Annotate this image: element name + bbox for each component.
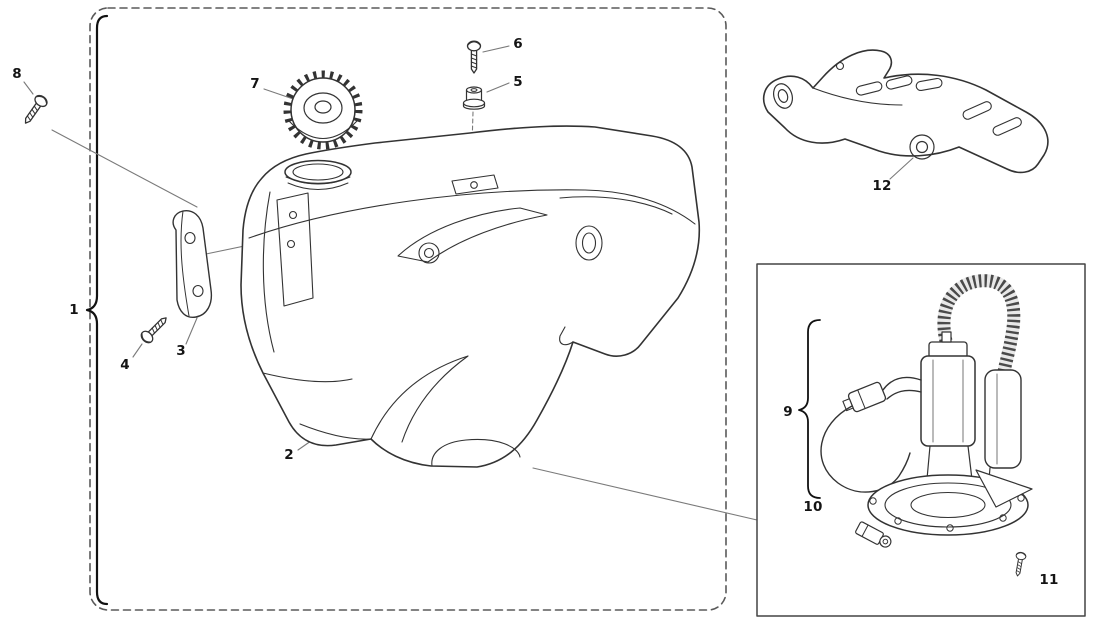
spacer-5-drawing <box>462 86 486 110</box>
part-label-11: 11 <box>1039 572 1059 588</box>
filler-neck <box>284 159 352 190</box>
screw-4-drawing <box>138 312 172 346</box>
part-label-3: 3 <box>176 343 186 359</box>
group-brace-1 <box>85 14 109 606</box>
part-label-8: 8 <box>12 66 22 82</box>
part-label-7: 7 <box>250 76 260 92</box>
part-label-6: 6 <box>513 36 523 52</box>
fuel-pump-drawing <box>820 274 1033 548</box>
part-label-9: 9 <box>783 404 793 420</box>
fuel-cap-drawing <box>283 70 363 150</box>
pump-connector <box>842 381 887 413</box>
part-label-4: 4 <box>120 357 130 373</box>
part-label-2: 2 <box>284 447 294 463</box>
fuel-tank-drawing <box>240 125 701 468</box>
part-label-5: 5 <box>513 74 523 90</box>
tank-group-dashed-boundary <box>89 7 727 611</box>
tank-guard-drawing <box>762 49 1049 174</box>
part-label-1: 1 <box>69 302 79 318</box>
part-label-10: 10 <box>803 499 823 515</box>
screw-8-drawing <box>19 92 50 128</box>
pump-brace-9 <box>798 319 821 499</box>
part-label-12: 12 <box>872 178 892 194</box>
bolt-6-drawing <box>466 40 482 74</box>
bracket-3-drawing <box>172 209 213 319</box>
